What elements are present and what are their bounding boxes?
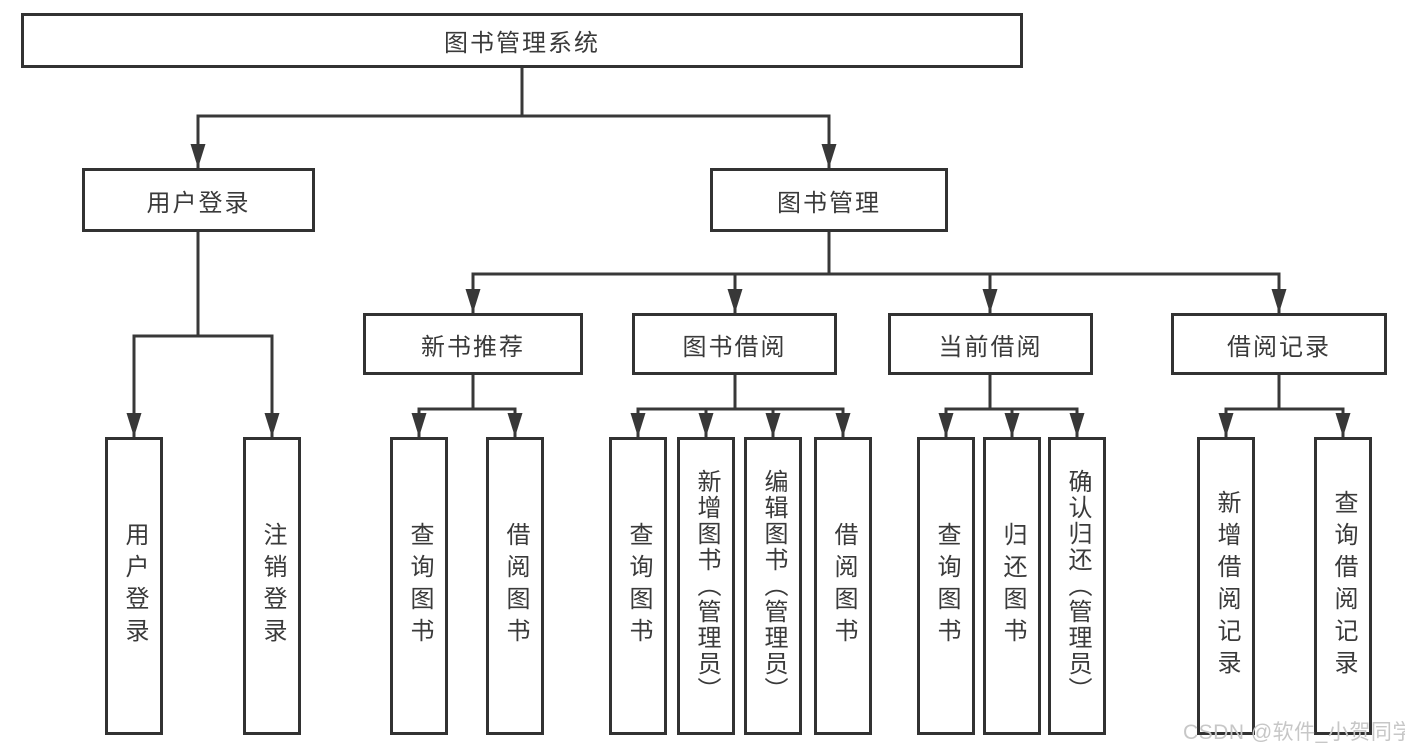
leaf-borrow-book: 借阅图书 bbox=[814, 437, 872, 735]
node-borrowing-records: 借阅记录 bbox=[1171, 313, 1387, 375]
node-new-book-recommend: 新书推荐 bbox=[363, 313, 583, 375]
node-book-management: 图书管理 bbox=[710, 168, 948, 232]
csdn-watermark: CSDN @软件_小贺同学 bbox=[1183, 721, 1405, 744]
leaf-add-book-admin: 新增图书（管理员） bbox=[677, 437, 735, 735]
leaf-user-login: 用户登录 bbox=[105, 437, 163, 735]
leaf-return-book: 归还图书 bbox=[983, 437, 1041, 735]
leaf-borrow-query-book: 查询图书 bbox=[609, 437, 667, 735]
leaf-confirm-return-admin: 确认归还（管理员） bbox=[1048, 437, 1106, 735]
node-current-borrowing: 当前借阅 bbox=[888, 313, 1093, 375]
connectors bbox=[126, 66, 1351, 439]
leaf-recommend-borrow-book: 借阅图书 bbox=[486, 437, 544, 735]
leaf-recommend-query-book: 查询图书 bbox=[390, 437, 448, 735]
leaf-logout: 注销登录 bbox=[243, 437, 301, 735]
leaf-current-query-book: 查询图书 bbox=[917, 437, 975, 735]
node-user-login: 用户登录 bbox=[82, 168, 315, 232]
leaf-edit-book-admin: 编辑图书（管理员） bbox=[744, 437, 802, 735]
node-book-borrowing: 图书借阅 bbox=[632, 313, 837, 375]
leaf-add-borrow-record: 新增借阅记录 bbox=[1197, 437, 1255, 735]
leaf-query-borrow-record: 查询借阅记录 bbox=[1314, 437, 1372, 735]
node-library-system: 图书管理系统 bbox=[21, 13, 1023, 68]
